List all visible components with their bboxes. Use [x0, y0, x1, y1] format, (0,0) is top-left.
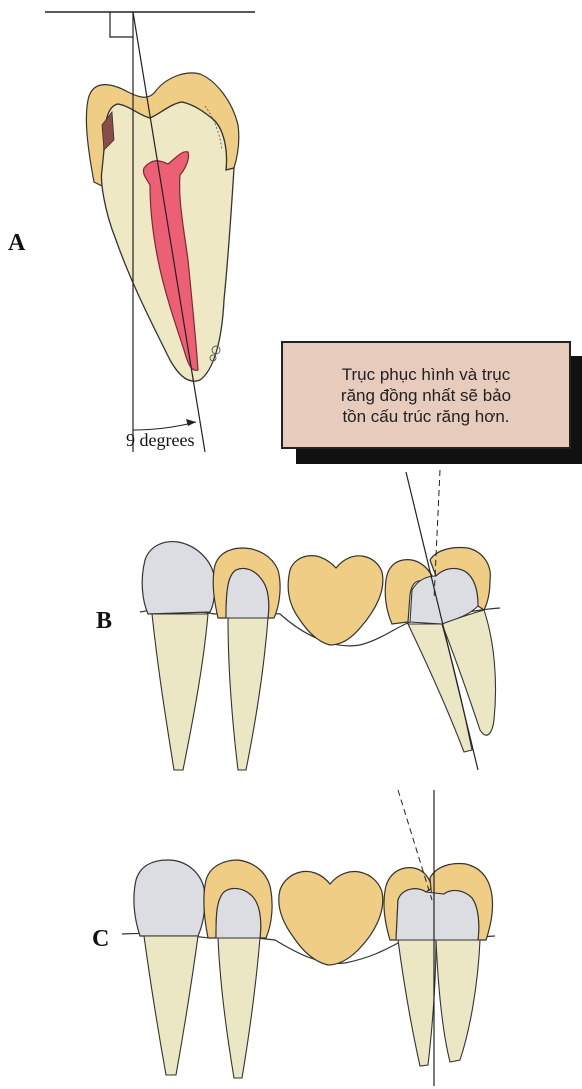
panel-label-a: A	[8, 230, 25, 257]
panel-b-bridge	[140, 470, 500, 770]
callout-box: Trục phục hình và trục răng đồng nhất sẽ…	[281, 341, 571, 449]
b-tooth2-root	[228, 618, 268, 770]
c-tooth1-root	[144, 936, 198, 1075]
c-tooth4-crown	[396, 889, 479, 940]
angle-label: 9 degrees	[126, 430, 194, 451]
panel-label-c: C	[92, 926, 109, 953]
callout-text: Trục phục hình và trục răng đồng nhất sẽ…	[323, 364, 529, 427]
angle-arc	[133, 422, 196, 430]
angle-arrowhead	[186, 419, 196, 426]
b-tooth1-root	[152, 614, 208, 770]
b-pontic	[288, 556, 383, 645]
b-tooth1-crown	[142, 542, 215, 614]
c-tooth5-root	[436, 940, 480, 1062]
right-angle-marker	[110, 12, 133, 37]
panel-label-b: B	[96, 608, 112, 635]
c-tooth2-root	[218, 938, 260, 1078]
c-tooth1-crown	[134, 860, 205, 936]
c-tooth4-root	[398, 940, 436, 1066]
panel-a-tooth	[45, 12, 255, 452]
panel-c-bridge	[122, 790, 495, 1086]
